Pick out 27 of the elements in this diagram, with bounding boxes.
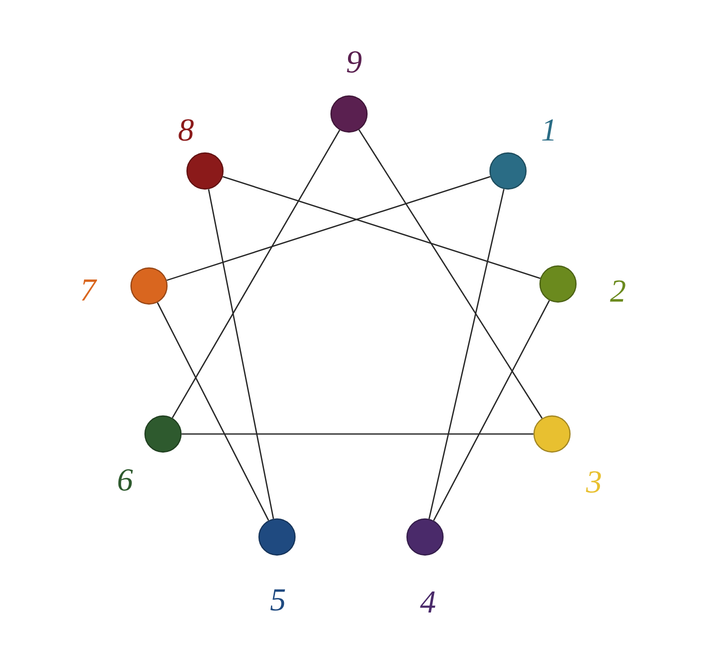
colored-dot bbox=[144, 415, 182, 453]
connecting-line bbox=[208, 189, 274, 519]
connecting-line bbox=[172, 130, 340, 418]
number-label: 6 bbox=[118, 469, 133, 491]
number-label: 5 bbox=[270, 589, 286, 611]
number-label: 2 bbox=[610, 280, 626, 302]
number-label: 9 bbox=[346, 51, 362, 73]
connecting-line bbox=[222, 176, 540, 279]
number-label: 4 bbox=[420, 591, 436, 613]
colored-dot bbox=[406, 518, 444, 556]
connecting-line bbox=[428, 188, 505, 519]
colored-dot bbox=[330, 95, 368, 133]
connecting-line bbox=[182, 433, 534, 435]
number-label: 1 bbox=[542, 119, 554, 141]
number-label: 3 bbox=[586, 471, 601, 493]
colored-dot bbox=[539, 265, 577, 303]
colored-dot bbox=[258, 518, 296, 556]
colored-dot bbox=[489, 152, 527, 190]
number-label: 8 bbox=[178, 119, 194, 141]
colored-dot bbox=[186, 152, 224, 190]
colored-dot bbox=[533, 415, 571, 453]
colored-dot bbox=[130, 267, 168, 305]
connecting-line bbox=[156, 302, 270, 521]
connecting-line bbox=[166, 176, 490, 281]
connecting-line bbox=[433, 300, 550, 521]
number-label: 7 bbox=[82, 280, 98, 300]
connecting-line bbox=[358, 129, 543, 419]
